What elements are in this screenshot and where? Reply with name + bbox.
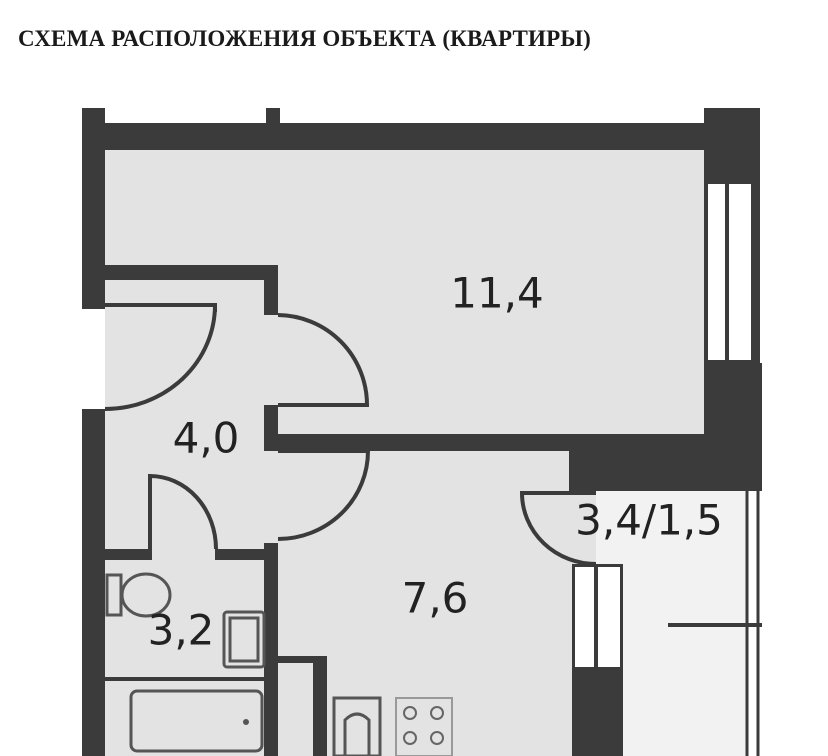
window-living-room [704,181,760,363]
plan-title: СХЕМА РАСПОЛОЖЕНИЯ ОБЪЕКТА (КВАРТИРЫ) [18,26,592,51]
bathroom-door [148,473,218,550]
entrance-door [104,303,217,411]
hallway-area: 4,0 [173,414,240,463]
loggia-door [519,491,597,566]
kitchen-sink-icon [332,696,382,756]
walls [82,108,762,756]
bathtub-icon [129,689,264,753]
loggia-area: 3,4/1,5 [575,496,723,545]
toilet-icon [105,572,172,618]
bathroom-area: 3,2 [148,606,215,655]
living-room-area: 11,4 [450,269,544,318]
kitchen-door [277,449,371,541]
stove-icon [395,697,453,756]
window-kitchen [572,564,623,669]
living-room-door [277,313,370,407]
kitchen-area: 7,6 [402,574,469,623]
sink-icon [222,610,266,669]
